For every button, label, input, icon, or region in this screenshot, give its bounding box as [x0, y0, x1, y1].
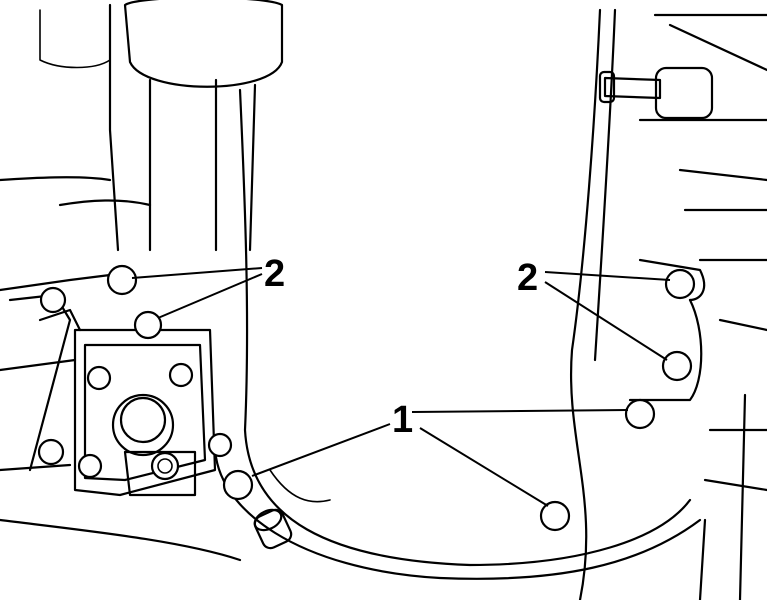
- bell-housing: [213, 8, 706, 600]
- right-housing: [598, 13, 767, 600]
- shaft-assembly: [39, 0, 284, 252]
- leader-lines: [131, 267, 671, 507]
- left-housing: [0, 176, 242, 562]
- cover-plate: [111, 393, 197, 497]
- label-2-left: 2: [264, 253, 285, 295]
- left-bolts: [37, 286, 233, 479]
- bolt-1-right: [624, 398, 656, 430]
- bolts-position-1: [222, 398, 656, 532]
- bolt-1-bottom: [539, 500, 571, 532]
- bolt-2-right-lower: [661, 350, 693, 382]
- label-2-right: 2: [517, 257, 538, 299]
- drain-plug: [253, 508, 293, 550]
- bolt-2-right-upper: [664, 268, 696, 300]
- bolt-2-left-lower: [133, 310, 163, 340]
- bolts-position-2: [106, 264, 696, 382]
- label-1: 1: [392, 399, 413, 441]
- bolt-1-left: [222, 469, 254, 501]
- bolt-2-left-upper: [106, 264, 138, 296]
